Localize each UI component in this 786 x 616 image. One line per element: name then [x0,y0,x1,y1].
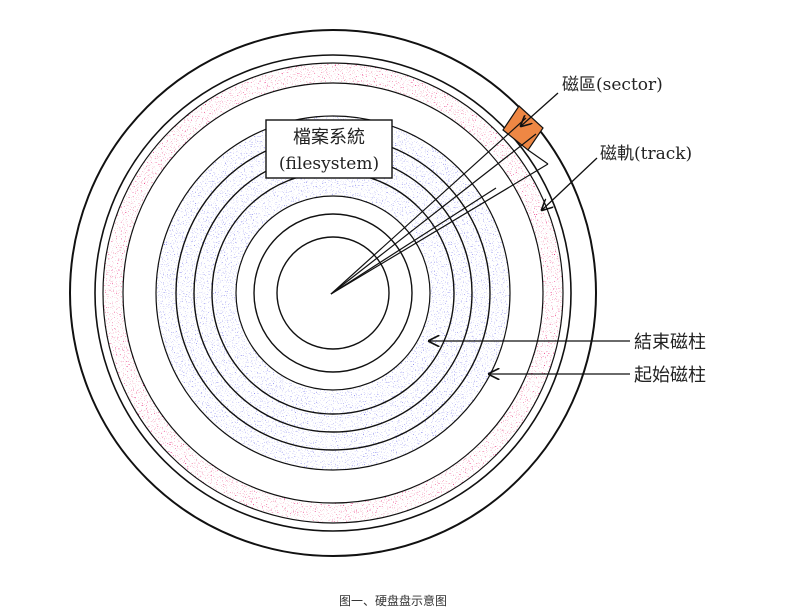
start-cylinder-label: 起始磁柱 [634,365,706,386]
sector-arrow [521,92,559,126]
sector-label: 磁區(sector) [562,75,663,95]
end-cylinder-label: 結束磁柱 [634,332,706,353]
radial-lines [330,117,549,295]
track-line-outer [102,62,564,524]
filesystem-label-box [265,119,393,179]
track-line-inner [122,82,544,504]
track-label: 磁軌(track) [600,144,692,164]
platter-outer-track [94,54,572,532]
filesystem-outer-line [155,115,511,471]
track-arrow [542,157,598,210]
filesystem-label-line2: (filesystem) [279,154,379,174]
callout-arrows [429,92,630,374]
sector-extension [527,149,549,165]
filesystem-area [155,116,510,471]
filesystem-inner-line [235,195,431,391]
figure-caption: 图一、硬盘盘示意图 [339,593,447,608]
filesystem-label-line1: 檔案系統 [293,127,365,148]
